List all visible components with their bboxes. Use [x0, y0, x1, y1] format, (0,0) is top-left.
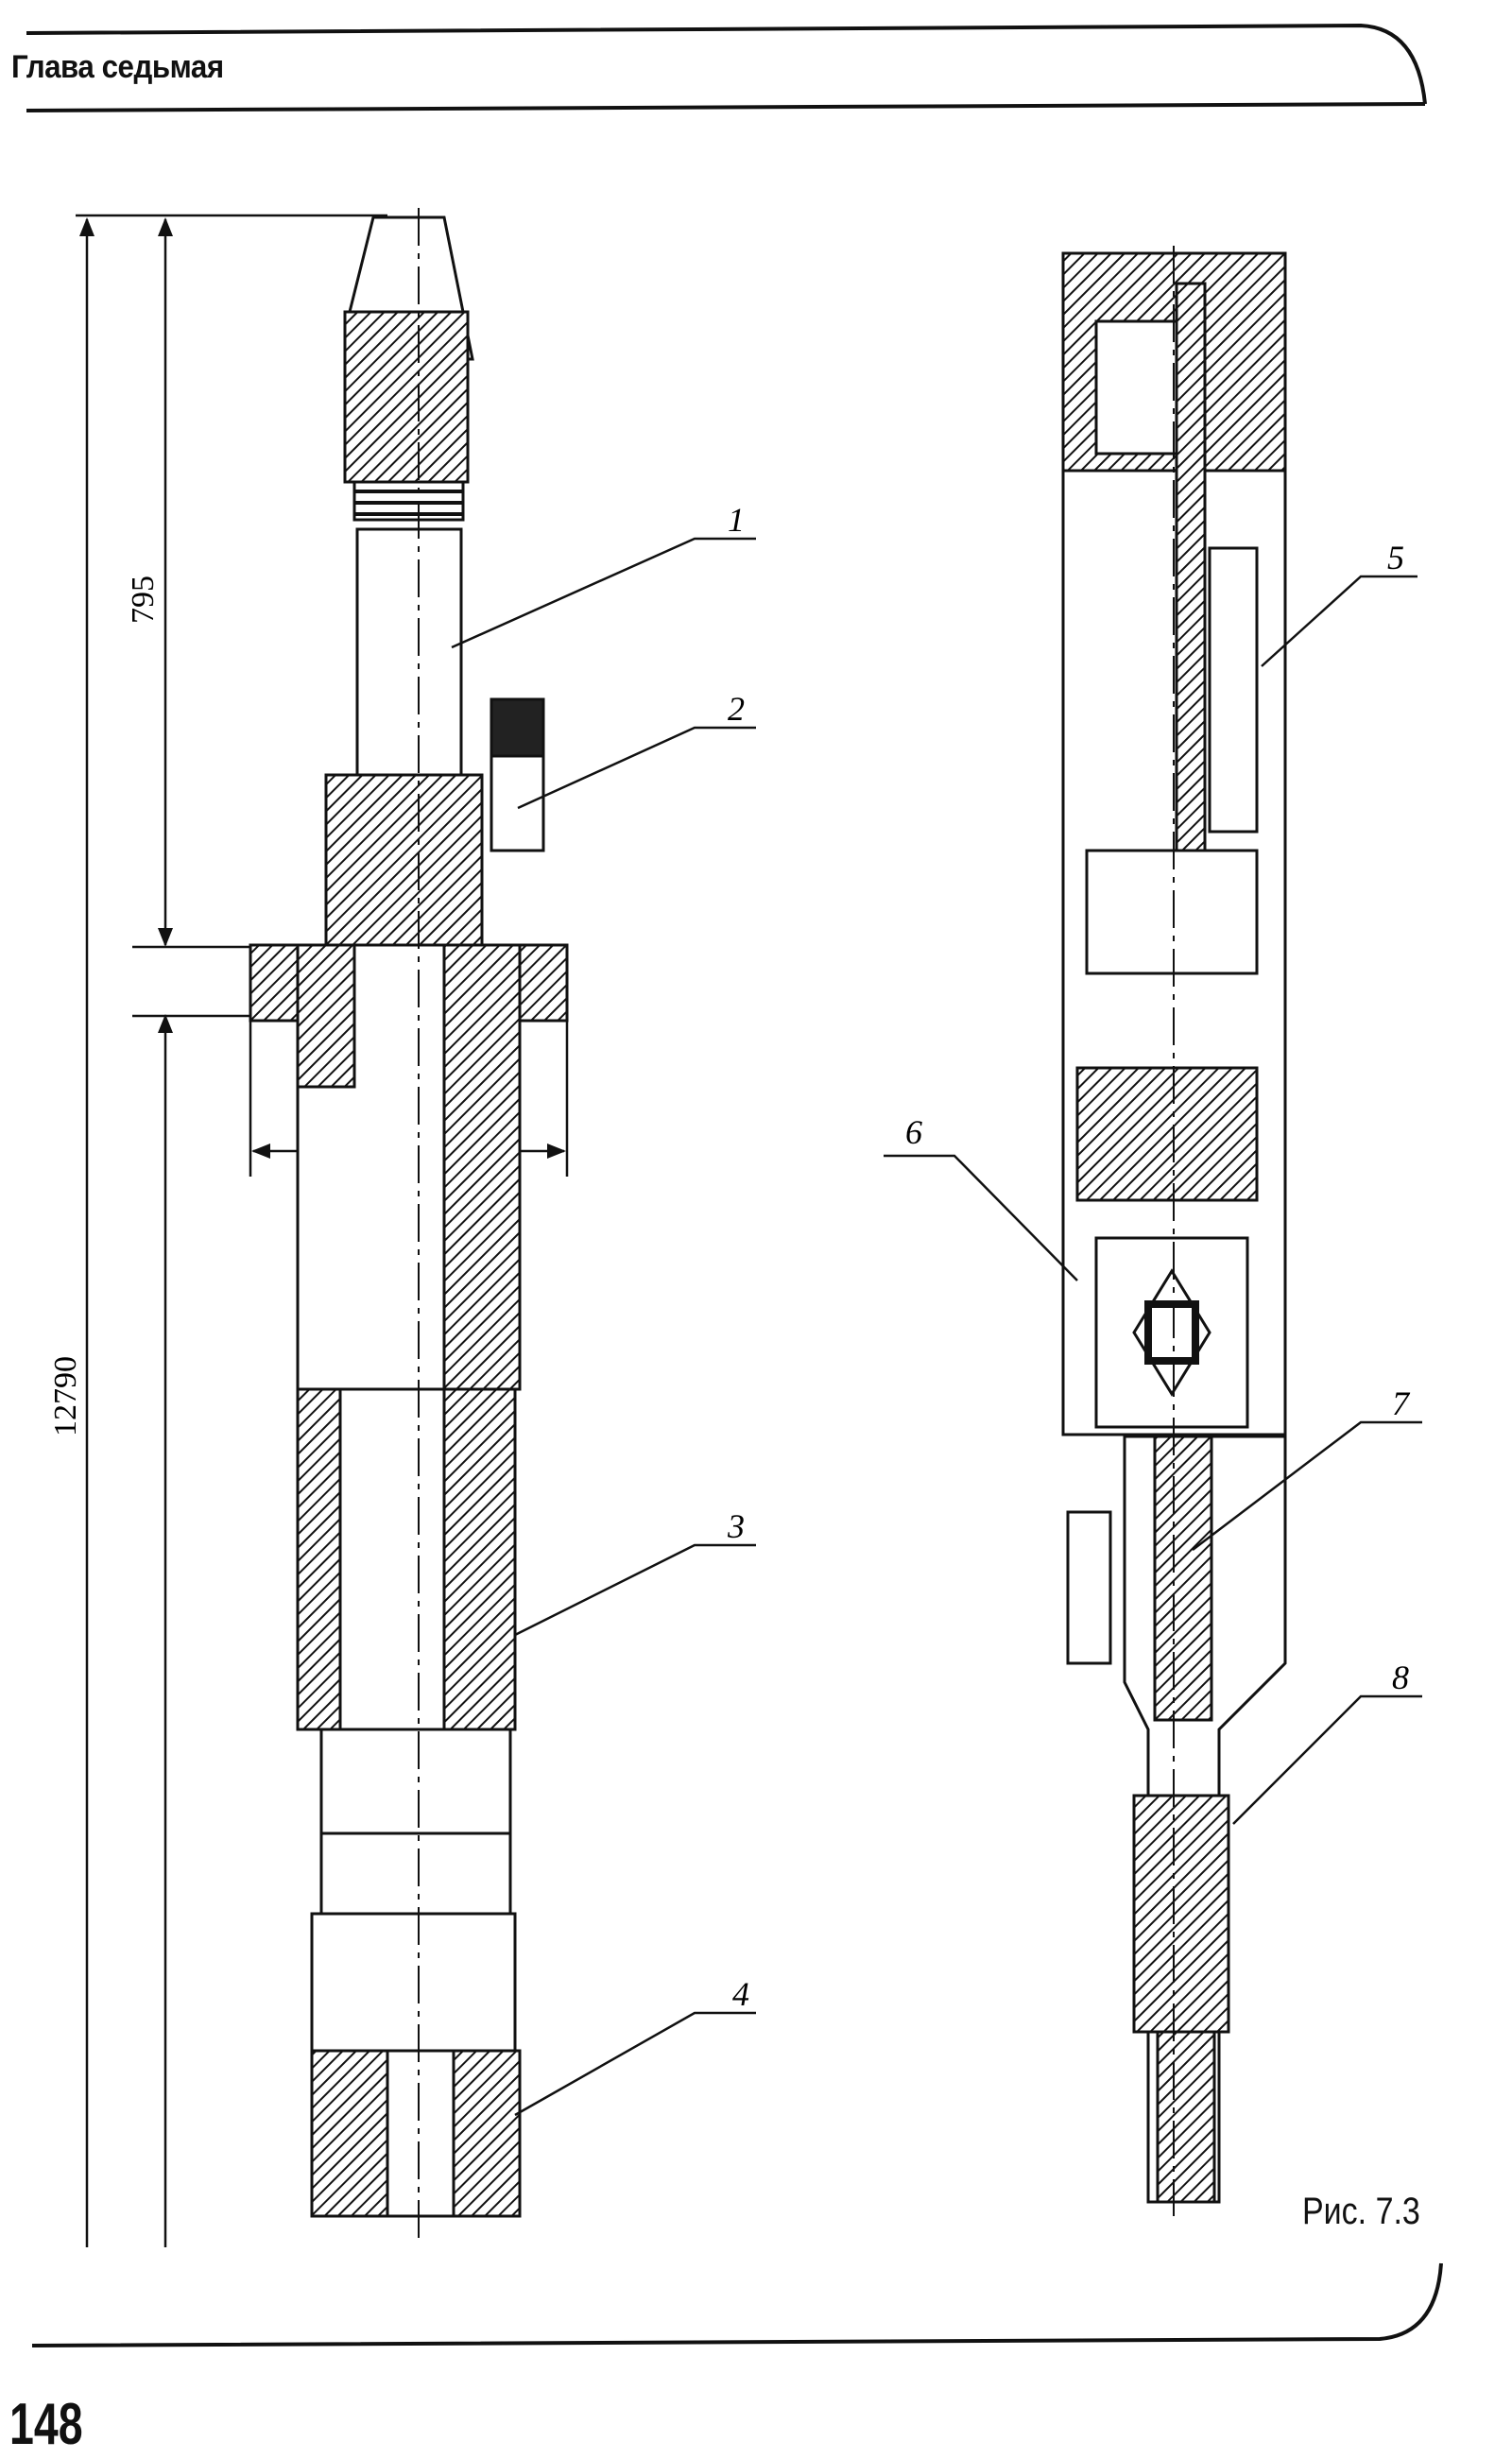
page-number: 148 [9, 2392, 83, 2457]
callout-4: 4 [732, 1975, 749, 2013]
chapter-title: Глава седьмая [11, 49, 224, 85]
callout-leaders [451, 537, 1422, 2117]
callout-2: 2 [728, 690, 745, 728]
callout-7: 7 [1392, 1384, 1411, 1422]
right-assembly [1061, 246, 1287, 2216]
callout-6: 6 [905, 1113, 922, 1151]
callout-8: 8 [1392, 1659, 1409, 1696]
callout-5: 5 [1387, 539, 1404, 576]
callout-3: 3 [727, 1507, 745, 1545]
dimension-overall-length: 12790 [48, 1356, 83, 1436]
footer-frame [31, 2262, 1443, 2347]
header-frame [26, 23, 1427, 112]
figure-caption: Рис. 7.3 [1302, 2191, 1420, 2232]
left-assembly [249, 208, 569, 2240]
callout-1: 1 [728, 501, 745, 539]
dimension-upper-length: 795 [126, 576, 161, 624]
